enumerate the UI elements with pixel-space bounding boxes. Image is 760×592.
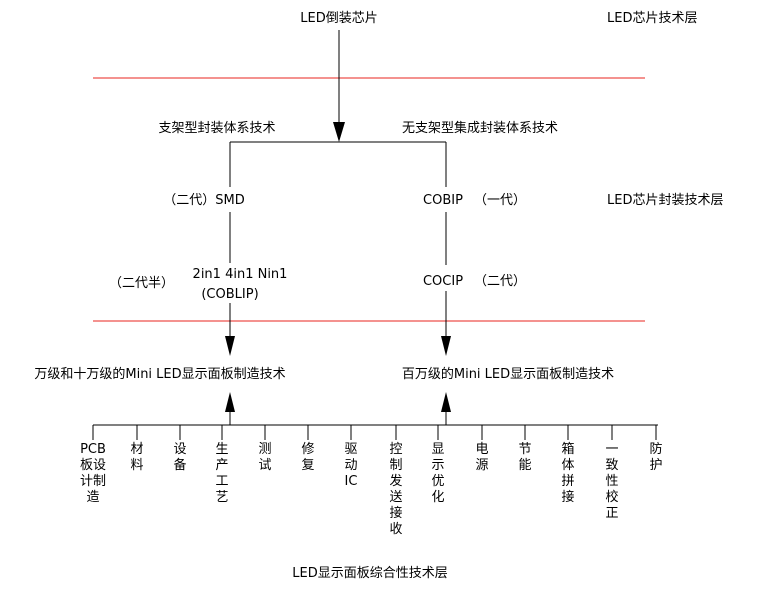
foundation-item: PCB板设计制造 xyxy=(79,442,106,505)
left-target-label: 万级和十万级的Mini LED显示面板制造技术 xyxy=(34,367,286,382)
layer-chip-label: LED芯片技术层 xyxy=(607,11,698,26)
left-branch-title: 支架型封装体系技术 xyxy=(158,121,276,136)
products-line-2: (COBLIP) xyxy=(201,287,259,302)
foundation-item: 生产工艺 xyxy=(215,442,229,505)
foundation-item: 测试 xyxy=(258,442,272,473)
cocip-label: COCIP xyxy=(422,274,464,289)
foundation-item: 防护 xyxy=(649,442,663,473)
foundation-item: 材料 xyxy=(130,442,144,473)
right-up-arrowhead xyxy=(441,392,451,412)
foundation-item: 一致性校正 xyxy=(605,442,619,521)
cobip-label: COBIP xyxy=(423,193,463,208)
cobip-gen-label: （一代） xyxy=(474,193,527,208)
layer-integrated-label: LED显示面板综合性技术层 xyxy=(292,566,448,581)
left-up-arrowhead xyxy=(225,392,235,412)
products-line-1: 2in1 4in1 Nin1 xyxy=(192,267,288,282)
left-down-arrowhead xyxy=(225,336,235,356)
cocip-gen-label: （二代） xyxy=(474,274,527,289)
foundation-item: 节能 xyxy=(518,442,532,473)
layer-package-label: LED芯片封装技术层 xyxy=(607,193,724,208)
right-target-label: 百万级的Mini LED显示面板制造技术 xyxy=(401,367,615,382)
right-down-arrowhead xyxy=(441,336,451,356)
foundation-item: 控制发送接收 xyxy=(389,442,403,537)
foundation-item: 修复 xyxy=(301,442,315,473)
foundation-item: 箱体拼接 xyxy=(561,442,575,505)
top-chip-label: LED倒装芯片 xyxy=(300,11,378,26)
half-gen-label: （二代半） xyxy=(109,276,175,291)
foundation-ticks xyxy=(92,425,657,440)
foundation-item: 电源 xyxy=(475,442,489,473)
trunk-arrowhead xyxy=(333,122,345,142)
right-branch-title: 无支架型集成封装体系技术 xyxy=(401,121,559,136)
foundation-item: 显示优化 xyxy=(431,442,445,505)
foundation-item: 设备 xyxy=(173,442,187,473)
foundation-item: 驱动IC xyxy=(344,442,358,489)
smd-label: （二代）SMD xyxy=(163,193,245,208)
